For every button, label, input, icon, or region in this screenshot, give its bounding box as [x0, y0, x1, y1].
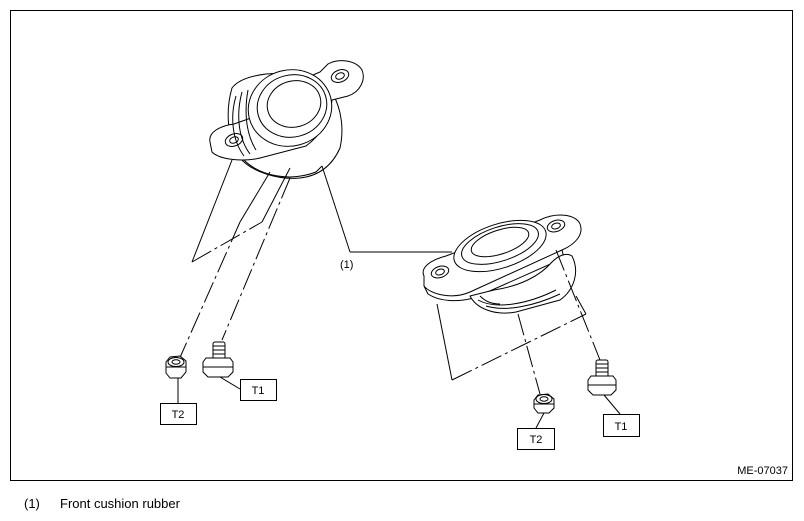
right-bolt	[587, 359, 617, 396]
right-leaders	[535, 394, 621, 429]
figure-id: ME-07037	[737, 465, 788, 477]
left-cushion-rubber	[209, 60, 364, 179]
right-nut	[533, 393, 555, 414]
left-t1-label: T1	[252, 385, 265, 397]
caption-number: (1)	[24, 496, 40, 511]
left-bolt	[202, 341, 234, 378]
left-leaders	[177, 376, 241, 403]
left-nut	[165, 355, 187, 379]
callout-leader	[321, 165, 452, 253]
right-t2-label: T2	[530, 434, 543, 446]
right-cushion-rubber	[422, 214, 582, 314]
figure-frame	[10, 10, 793, 481]
left-phantom-lines	[177, 159, 291, 363]
right-t1-label: T1	[615, 421, 628, 433]
right-t1-box	[603, 414, 640, 437]
left-t1-box	[240, 379, 277, 401]
right-phantom-lines	[436, 249, 601, 395]
left-t2-label: T2	[172, 409, 185, 421]
caption-text: Front cushion rubber	[60, 496, 180, 511]
callout-label: (1)	[340, 259, 353, 271]
left-t2-box	[160, 403, 197, 425]
right-t2-box	[517, 428, 555, 450]
